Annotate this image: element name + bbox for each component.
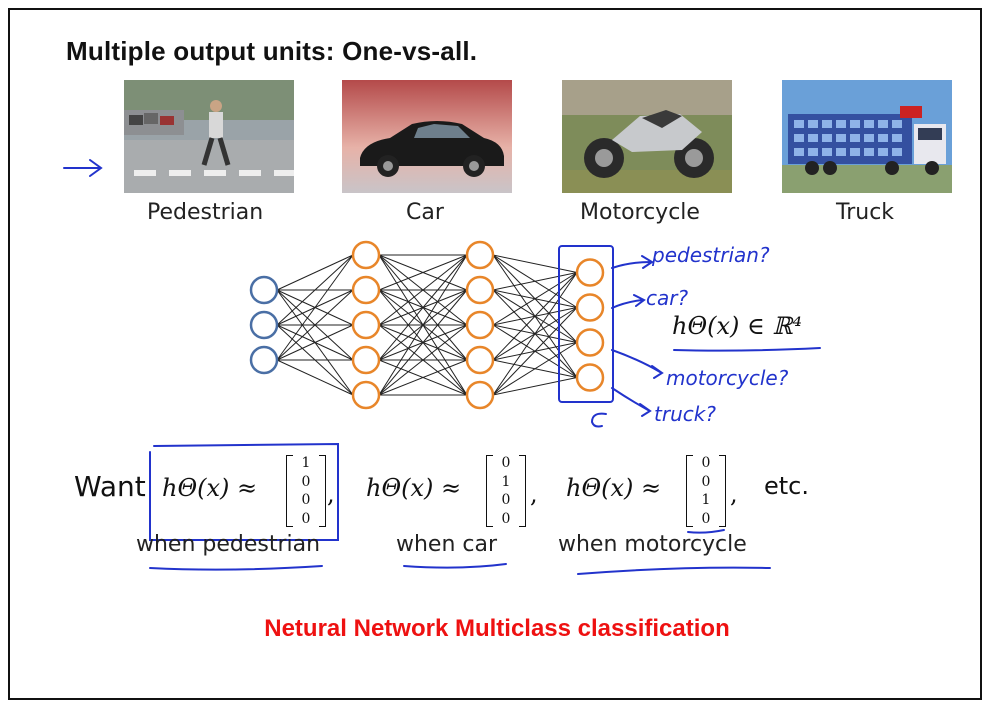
- hw-motorcycle: motorcycle?: [666, 366, 789, 390]
- hypothesis-2: hΘ(x) ≈: [366, 474, 462, 502]
- when-motorcycle: when motorcycle: [558, 532, 747, 557]
- vector-2-0: 0: [501, 455, 511, 471]
- hw-pedestrian: pedestrian?: [652, 243, 770, 267]
- hw-car: car?: [646, 286, 689, 310]
- motorcycle-label: Motorcycle: [580, 200, 700, 225]
- pedestrian-image: [124, 80, 294, 193]
- vector-2: 0 1 0 0: [486, 455, 526, 527]
- hypothesis-1: hΘ(x) ≈: [162, 474, 258, 502]
- vector-2-3: 0: [501, 510, 511, 527]
- vector-3: 0 0 1 0: [686, 455, 726, 527]
- hw-truck: truck?: [654, 402, 716, 426]
- vector-1-3: 0: [301, 510, 311, 527]
- car-image: [342, 80, 512, 193]
- etc-label: etc.: [764, 472, 809, 500]
- vector-2-1: 1: [501, 473, 511, 490]
- motorcycle-image: [562, 80, 732, 193]
- vector-1: 1 0 0 0: [286, 455, 326, 527]
- hypothesis-formula: hΘ(x) ∈ ℝ⁴: [672, 312, 802, 340]
- hypothesis-3: hΘ(x) ≈: [566, 474, 662, 502]
- vector-3-0: 0: [701, 455, 711, 471]
- vector-2-2: 0: [501, 492, 511, 509]
- slide-title: Multiple output units: One-vs-all.: [66, 36, 478, 66]
- vector-3-3: 0: [701, 510, 711, 527]
- pedestrian-label: Pedestrian: [147, 200, 264, 225]
- comma-1: ,: [327, 480, 335, 508]
- comma-2: ,: [530, 480, 538, 508]
- car-label: Car: [406, 200, 444, 225]
- comma-3: ,: [730, 480, 738, 508]
- truck-label: Truck: [836, 200, 895, 225]
- vector-3-2: 1: [701, 492, 711, 509]
- truck-image: [782, 80, 952, 193]
- vector-1-0: 1: [301, 455, 311, 471]
- want-label: Want: [74, 470, 146, 503]
- when-car: when car: [396, 532, 498, 557]
- slide-subtitle: Netural Network Multiclass classificatio…: [264, 615, 730, 642]
- when-pedestrian: when pedestrian: [136, 532, 321, 557]
- vector-3-1: 0: [701, 473, 711, 490]
- vector-1-2: 0: [301, 492, 311, 509]
- vector-1-1: 0: [301, 473, 311, 490]
